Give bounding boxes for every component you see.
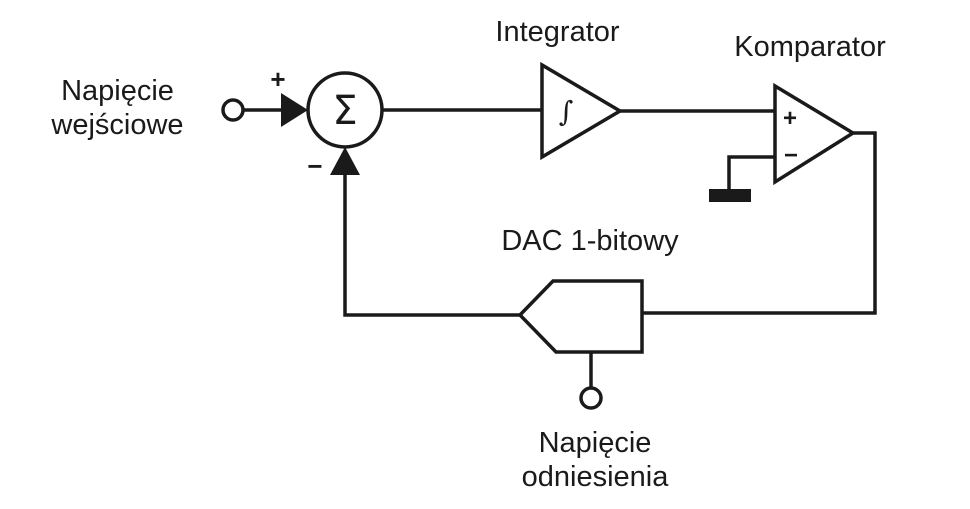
plus-sign: + [270, 64, 285, 94]
input-label: Napięcie wejściowe [51, 75, 184, 141]
minus-sign: − [307, 151, 322, 181]
dac-block [517, 279, 644, 354]
sum-symbol: Σ [332, 88, 357, 134]
ground-symbol-icon [709, 189, 751, 202]
integral-symbol: ∫ [559, 95, 574, 128]
input-terminal [221, 98, 245, 122]
comparator-minus-sign: − [784, 142, 798, 169]
integrator-label: Integrator [495, 16, 620, 48]
ground-wire [727, 155, 775, 190]
reference-label: Napięcie odniesienia [521, 427, 669, 493]
reference-terminal [579, 386, 603, 410]
dac-label: DAC 1-bitowy [501, 225, 679, 257]
comparator-block [773, 82, 857, 186]
integrator-block [540, 61, 624, 161]
plus-input-arrow-icon [281, 93, 308, 127]
dac-to-sum-wire [343, 170, 520, 317]
minus-input-arrow-icon [330, 147, 360, 175]
comparator-plus-sign: + [783, 105, 797, 132]
comparator-label: Komparator [734, 31, 886, 63]
output-feedback-wire [642, 131, 877, 315]
